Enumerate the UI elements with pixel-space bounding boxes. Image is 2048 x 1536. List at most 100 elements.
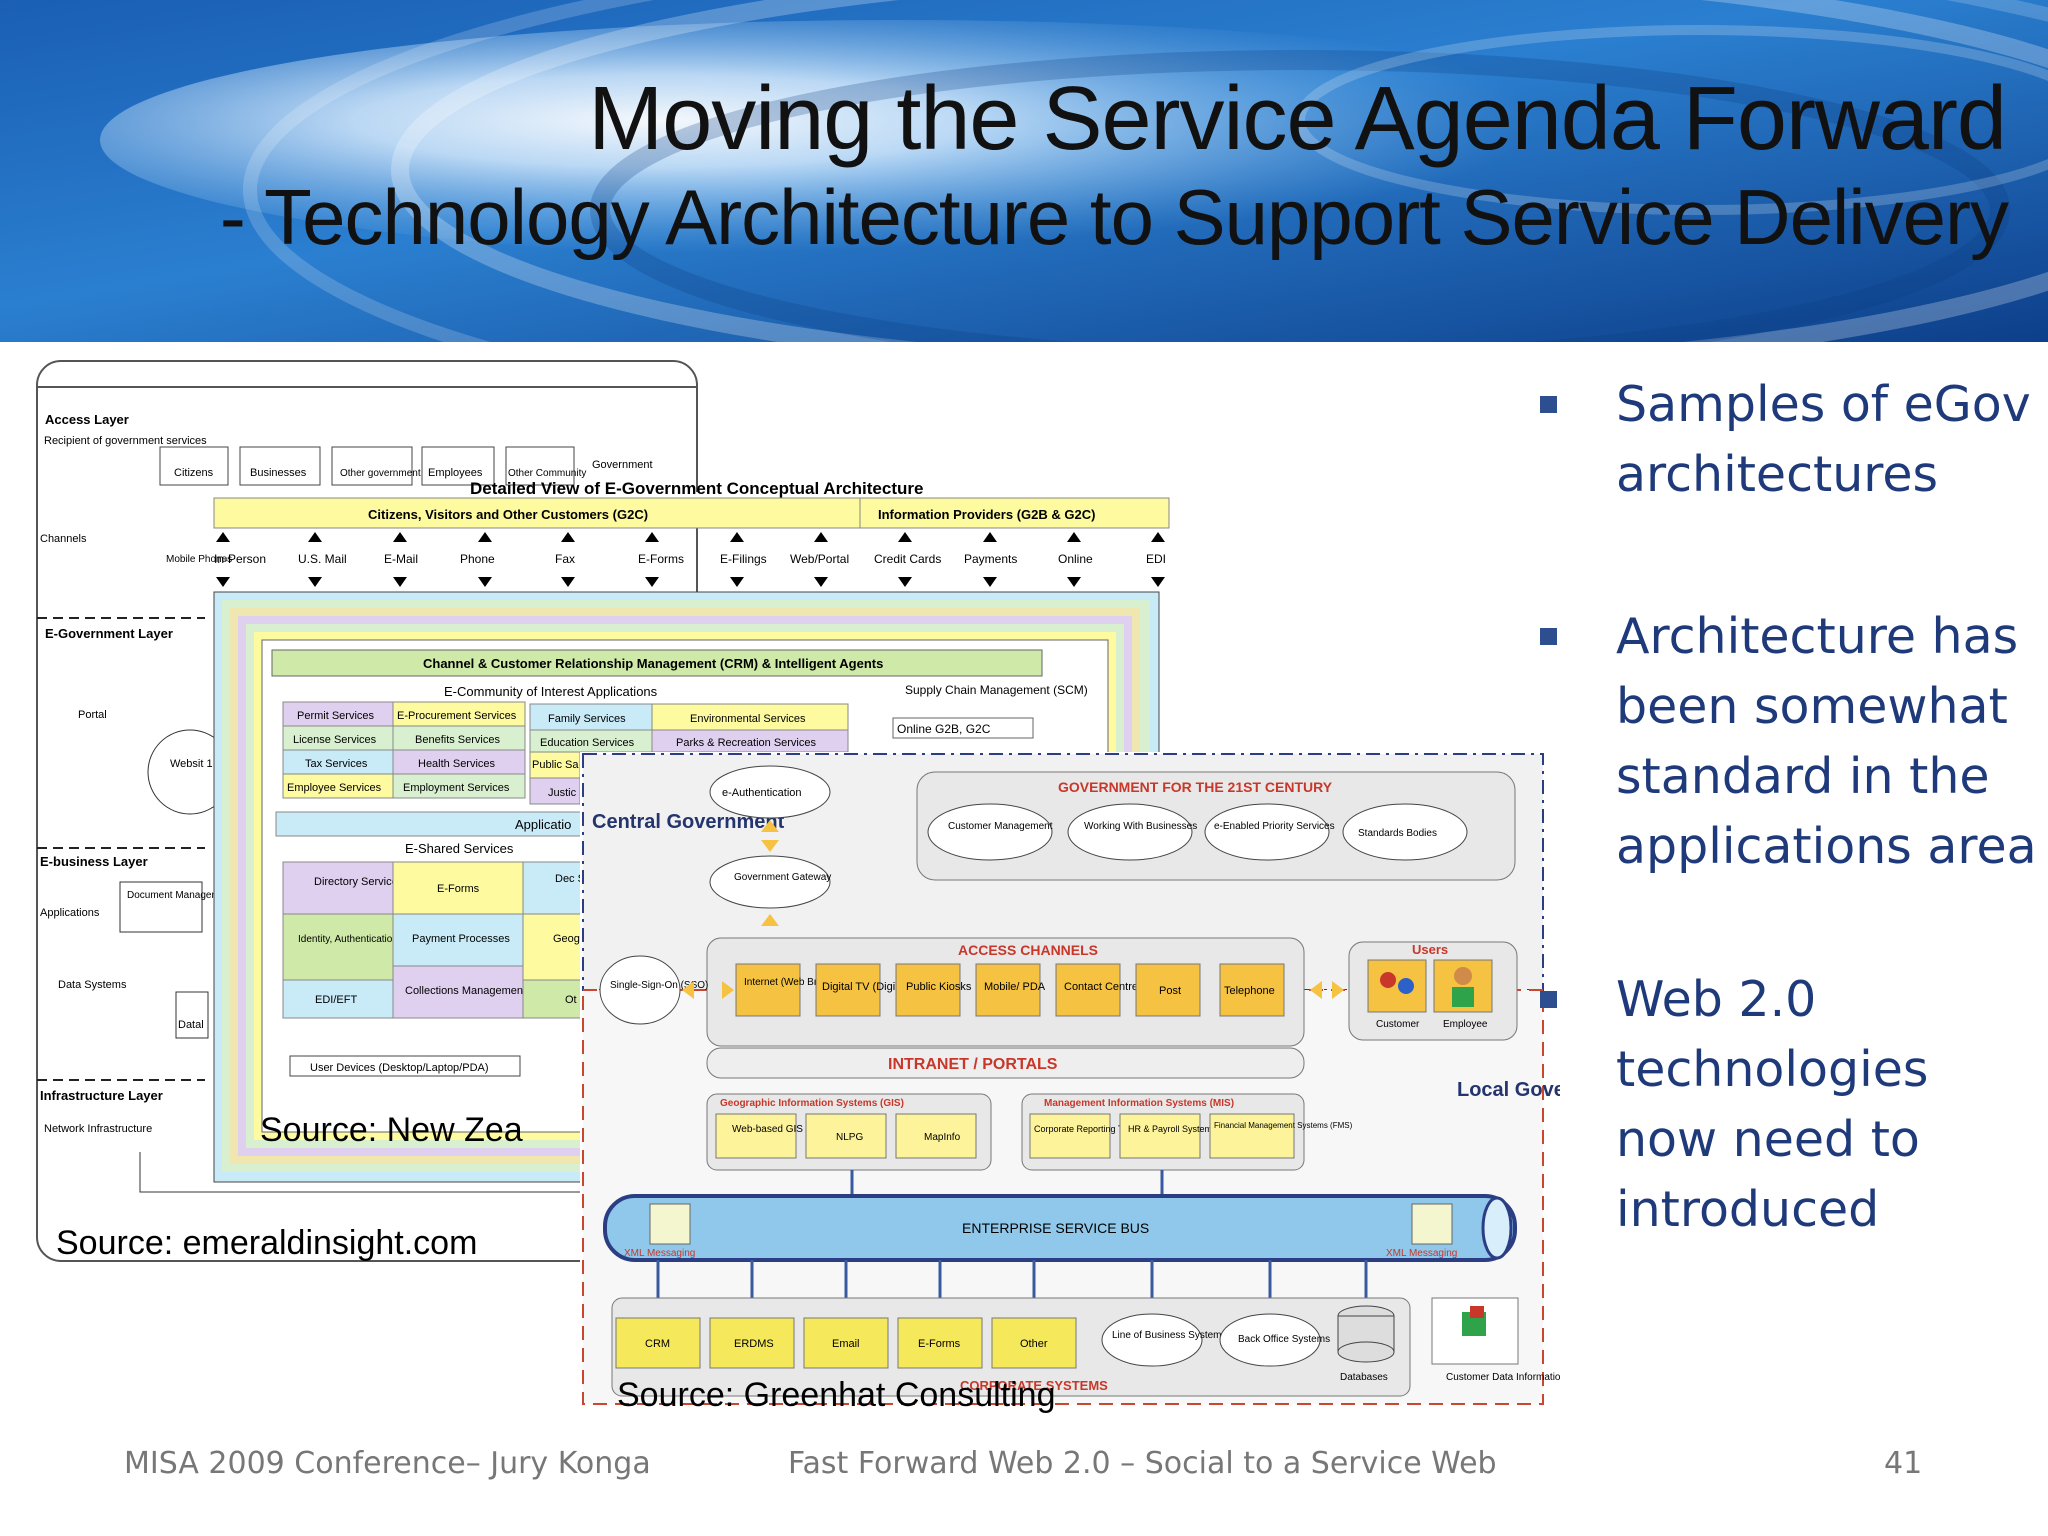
- conceptual-channels: In-Person U.S. Mail E-Mail Phone Fax E-F…: [214, 552, 1166, 566]
- greenhat-corp-items: CRM ERDMS Email E-Forms Other: [615, 1317, 1077, 1369]
- recipient-other-government: Other government: [340, 468, 421, 479]
- label-channels: Channels: [40, 533, 87, 545]
- bullet-square-icon: [1540, 628, 1557, 645]
- footer-center: Fast Forward Web 2.0 – Social to a Servi…: [788, 1446, 1497, 1481]
- label-datal: Datal: [178, 1019, 204, 1031]
- greenhat-xml-right: XML Messaging: [1386, 1248, 1457, 1259]
- greenhat-xml-left: XML Messaging: [624, 1248, 695, 1259]
- greenhat-corp-item: Email: [832, 1338, 860, 1350]
- conceptual-service: E-Procurement Services: [397, 710, 517, 722]
- bullet-square-icon: [1540, 396, 1557, 413]
- bullet-item: Samples of eGov architectures: [1540, 370, 2040, 510]
- label-applications: Applications: [40, 907, 100, 919]
- greenhat-corp-item: E-Forms: [918, 1338, 961, 1350]
- conceptual-channel: E-Mail: [384, 552, 418, 566]
- bullet-text: Architecture has been somewhat standard …: [1616, 608, 2037, 875]
- source-emerald: Source: emeraldinsight.com: [56, 1224, 477, 1262]
- conceptual-channel: Fax: [555, 552, 575, 566]
- greenhat-databases: Databases: [1340, 1372, 1388, 1383]
- greenhat-intranet: INTRANET / PORTALS: [888, 1056, 1058, 1073]
- greenhat-channel: Telephone: [1224, 985, 1275, 997]
- conceptual-shared-services: Directory Services Identity, Authenticat…: [282, 861, 627, 1019]
- conceptual-g2b: Information Providers (G2B & G2C): [878, 507, 1095, 522]
- slide-subtitle: - Technology Architecture to Support Ser…: [219, 173, 2009, 261]
- label-mobile: Mobile Phones: [166, 554, 232, 565]
- conceptual-channel: E-Forms: [638, 552, 684, 566]
- bullet-item: Architecture has been somewhat standard …: [1540, 602, 2040, 882]
- greenhat-line-of-business: Line of Business Systems: [1112, 1330, 1227, 1341]
- conceptual-channel: Payments: [964, 552, 1017, 566]
- conceptual-channel: Phone: [460, 552, 495, 566]
- conceptual-channel: Credit Cards: [874, 552, 941, 566]
- slide-title: Moving the Service Agenda Forward: [588, 69, 2007, 169]
- conceptual-applications: Applicatio: [515, 817, 571, 832]
- conceptual-channel: In-Person: [214, 552, 266, 566]
- greenhat-eauth: e-Authentication: [722, 787, 802, 799]
- recipient-employees: Employees: [428, 467, 483, 479]
- bullet-text: Samples of eGov architectures: [1616, 376, 2031, 503]
- conceptual-services: Permit Services License Services Tax Ser…: [282, 701, 849, 805]
- greenhat-gis-item: Web-based GIS: [732, 1124, 803, 1135]
- greenhat-gov21-item: e-Enabled Priority Services: [1214, 821, 1335, 832]
- greenhat-channel: Public Kiosks: [906, 981, 972, 993]
- greenhat-local: Local Government: [1457, 1079, 1560, 1101]
- conceptual-shared: E-Shared Services: [405, 841, 514, 856]
- greenhat-mis-item: HR & Payroll Systems: [1128, 1124, 1217, 1134]
- conceptual-shared-service: Directory Services: [314, 876, 404, 888]
- recipient-citizens: Citizens: [174, 467, 214, 479]
- greenhat-users: Users: [1412, 942, 1448, 957]
- conceptual-service: Justic: [548, 787, 577, 799]
- conceptual-channel: Online: [1058, 552, 1093, 566]
- conceptual-devices: User Devices (Desktop/Laptop/PDA): [310, 1062, 489, 1074]
- conceptual-service: Benefits Services: [415, 734, 500, 746]
- greenhat-channel: Internet (Web Browser): [744, 977, 847, 988]
- greenhat-gov21: GOVERNMENT FOR THE 21ST CENTURY: [1058, 779, 1333, 795]
- conceptual-title: Detailed View of E-Government Conceptual…: [470, 479, 923, 498]
- recipient-boxes: Citizens Businesses Other government Emp…: [159, 446, 653, 486]
- greenhat-gateway: Government Gateway: [734, 872, 831, 883]
- layer-access: Access Layer: [45, 412, 129, 427]
- greenhat-corp-item: ERDMS: [734, 1338, 774, 1350]
- conceptual-community: E-Community of Interest Applications: [444, 684, 658, 699]
- conceptual-service: License Services: [293, 734, 377, 746]
- greenhat-mis: Management Information Systems (MIS): [1044, 1098, 1234, 1109]
- greenhat-customer: Customer: [1376, 1019, 1420, 1030]
- greenhat-channel: Contact Centre: [1064, 981, 1138, 993]
- layer-egov: E-Government Layer: [45, 626, 173, 641]
- greenhat-channels: Internet (Web Browser) Digital TV (DigiT…: [735, 963, 1285, 1017]
- greenhat-mis-item: Financial Management Systems (FMS): [1214, 1121, 1353, 1130]
- conceptual-channel: E-Filings: [720, 552, 767, 566]
- conceptual-online: Online G2B, G2C: [897, 722, 991, 736]
- greenhat-mis-items: Corporate Reporting Tools HR & Payroll S…: [1029, 1113, 1353, 1159]
- conceptual-channel: Web/Portal: [790, 552, 849, 566]
- greenhat-corporate: CORPORATE SYSTEMS: [960, 1378, 1108, 1393]
- conceptual-crm: Channel & Customer Relationship Manageme…: [423, 656, 883, 671]
- recipient-government: Government: [592, 459, 653, 471]
- greenhat-corp-item: Other: [1020, 1338, 1048, 1350]
- greenhat-channel: Digital TV (DigiTV): [822, 981, 913, 993]
- recipient-other-community: Other Community: [508, 468, 586, 479]
- conceptual-service: Employee Services: [287, 782, 382, 794]
- greenhat-back-office: Back Office Systems: [1238, 1334, 1330, 1345]
- conceptual-channel: U.S. Mail: [298, 552, 347, 566]
- label-recipient: Recipient of government services: [44, 435, 207, 447]
- label-data-systems: Data Systems: [58, 979, 127, 991]
- conceptual-scm: Supply Chain Management (SCM): [905, 683, 1088, 697]
- greenhat-gis-item: MapInfo: [924, 1132, 961, 1143]
- conceptual-shared-service: EDI/EFT: [315, 994, 357, 1006]
- conceptual-shared-service: Payment Processes: [412, 933, 510, 945]
- conceptual-service: Health Services: [418, 758, 496, 770]
- greenhat-gov21-items: Customer Management Working With Busines…: [927, 803, 1468, 861]
- page-number: 41: [1884, 1446, 1923, 1481]
- label-docmgmt: Document Management System: [127, 890, 270, 901]
- layer-ebusiness: E-business Layer: [40, 854, 148, 869]
- conceptual-service: Tax Services: [305, 758, 368, 770]
- conceptual-service: Parks & Recreation Services: [676, 737, 816, 749]
- conceptual-service: Environmental Services: [690, 713, 806, 725]
- greenhat-channel: Post: [1159, 985, 1181, 997]
- diagram-greenhat: Central Government e-Authentication Gove…: [580, 752, 1560, 1414]
- diagram-collage: Access Layer Recipient of government ser…: [36, 360, 1560, 1414]
- footer-left: MISA 2009 Conference– Jury Konga: [124, 1446, 651, 1481]
- recipient-businesses: Businesses: [250, 467, 307, 479]
